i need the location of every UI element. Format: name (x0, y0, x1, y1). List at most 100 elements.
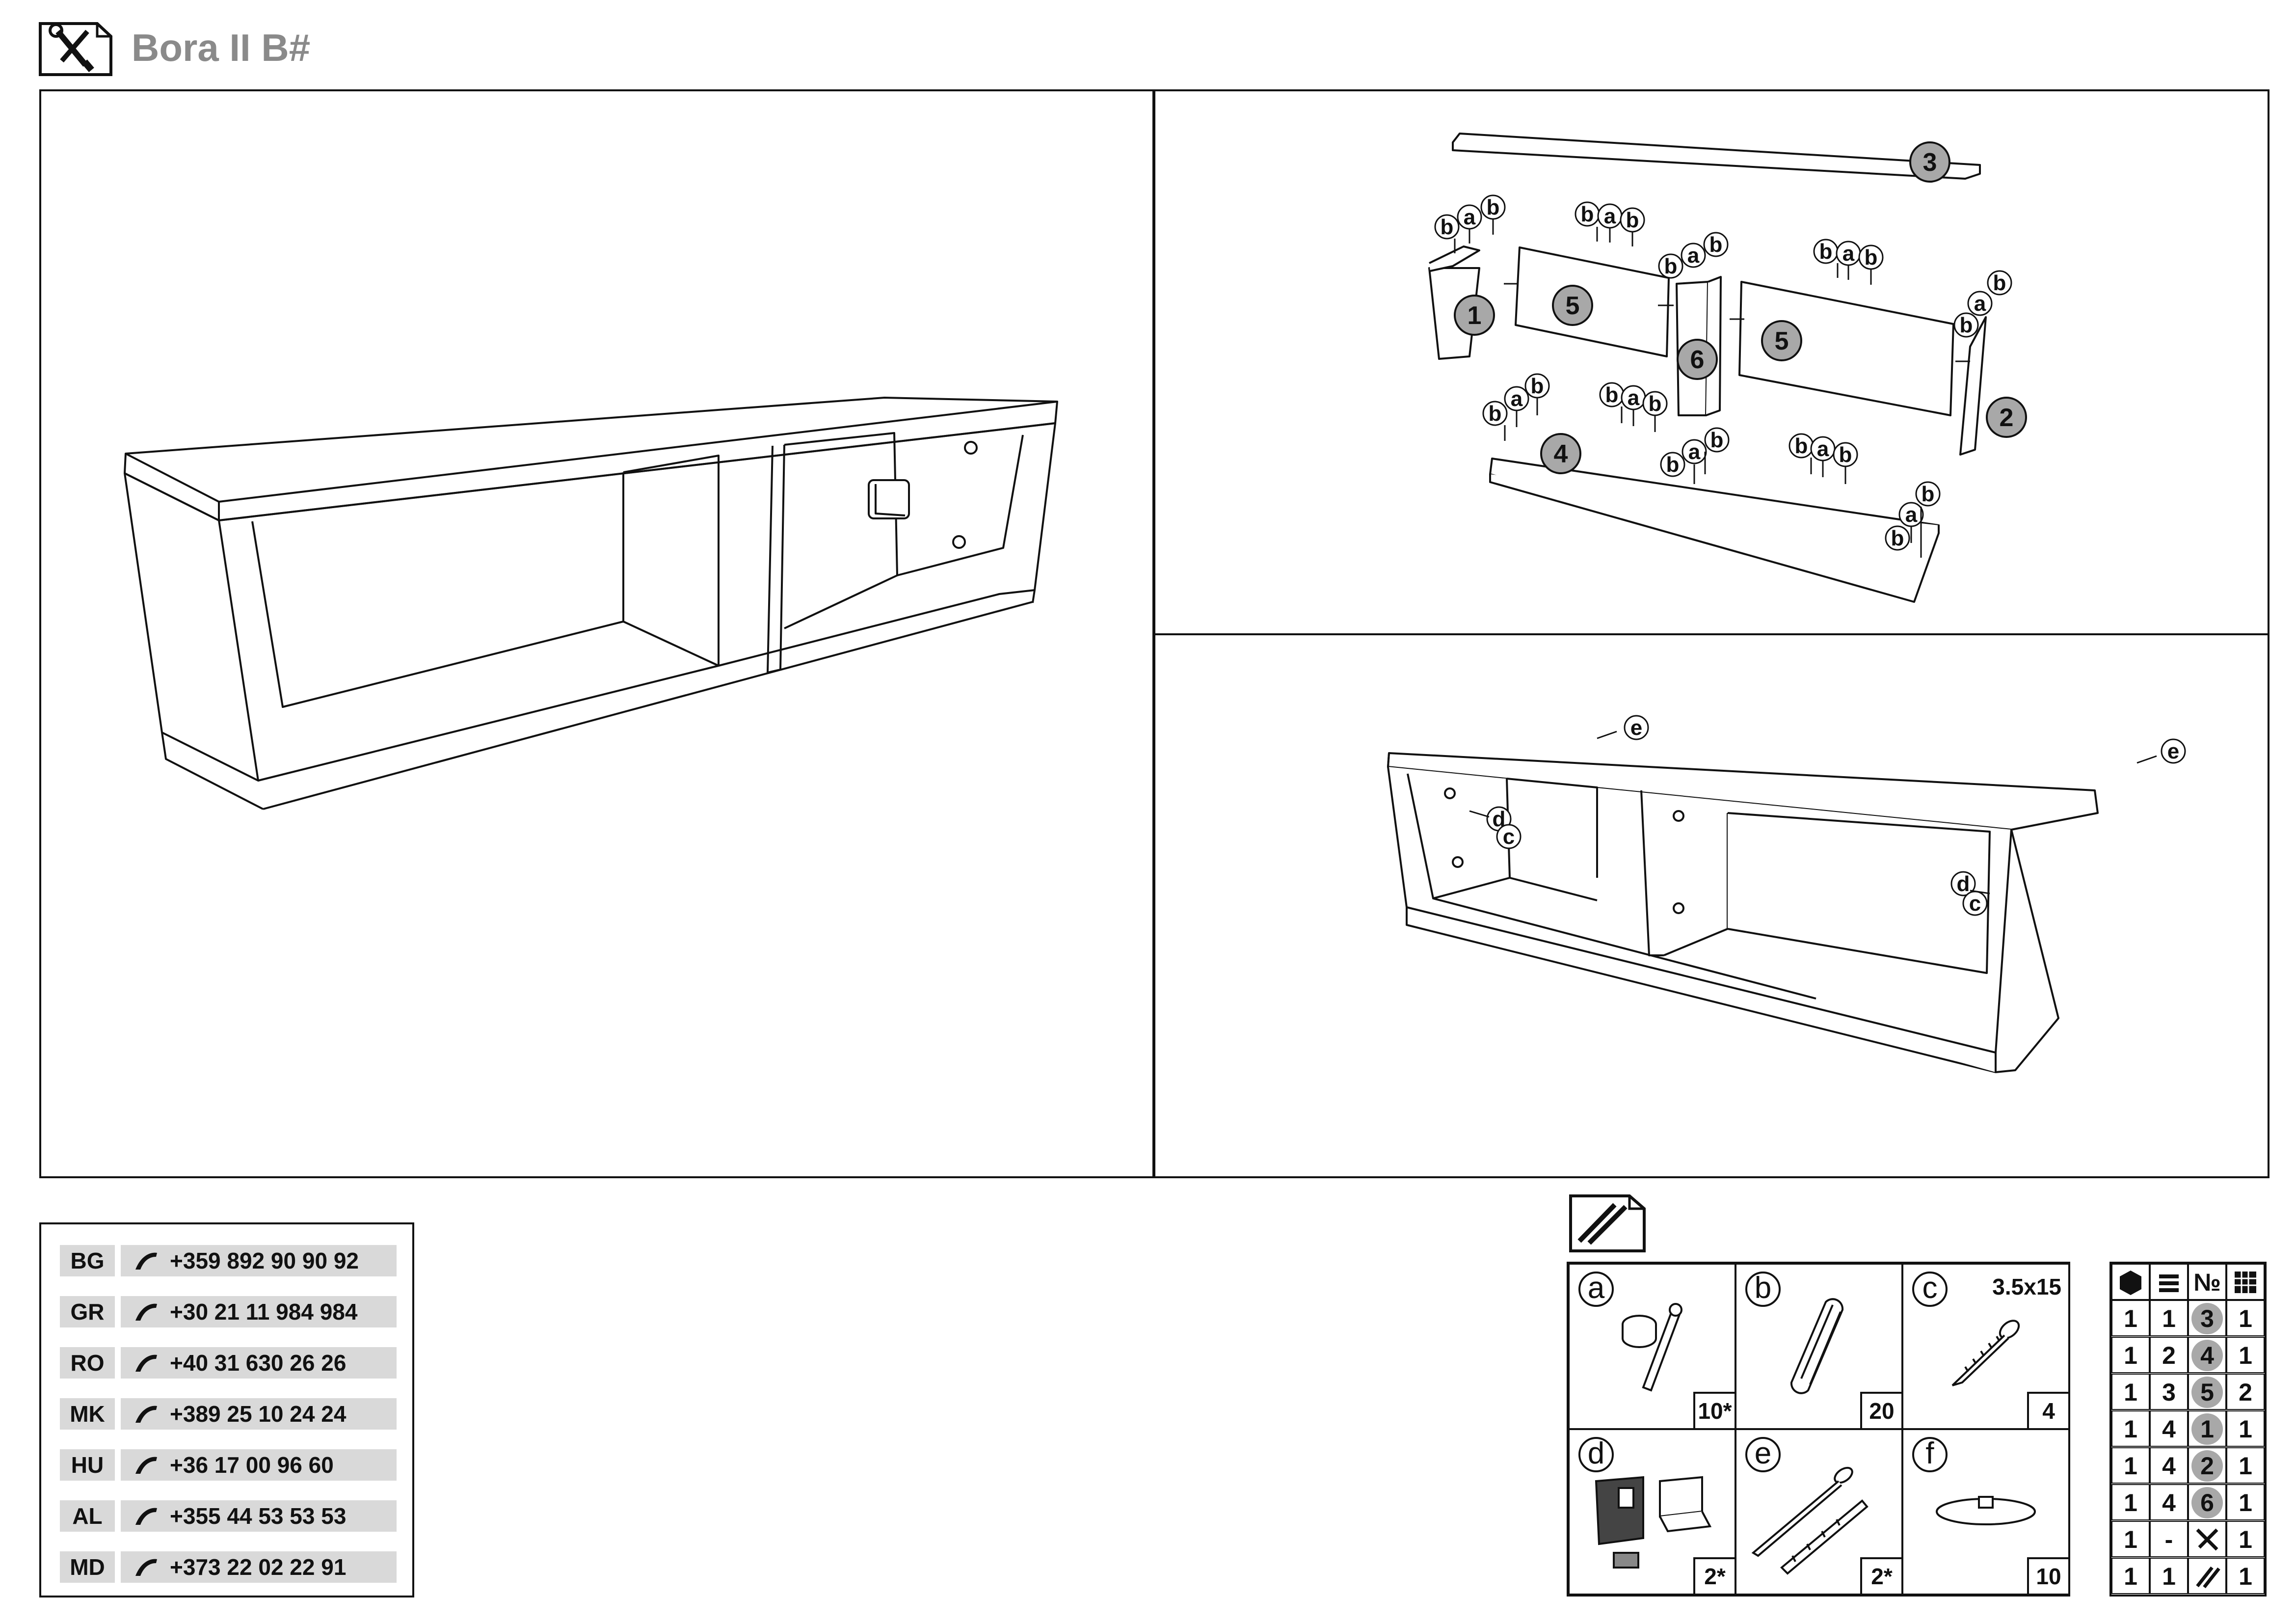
parts-table-cell: 5 (2188, 1374, 2226, 1410)
parts-table-cell: 1 (2111, 1558, 2150, 1594)
fastener-c-label: c (1503, 825, 1515, 849)
phone-number[interactable]: +30 21 11 984 984 (121, 1296, 397, 1327)
svg-text:b: b (1993, 271, 2006, 295)
country-code: GR (60, 1296, 115, 1327)
parts-table-cell: 1 (2188, 1410, 2226, 1447)
wooden-dowel-icon (1790, 1298, 1844, 1394)
hardware-quantity: 2* (1693, 1557, 1735, 1594)
hardware-letter: c (1912, 1272, 1948, 1307)
phone-icon (135, 1354, 157, 1372)
phone-icon (135, 1406, 157, 1423)
final-view-panel: e e d c d c (1153, 633, 2269, 1178)
number-sign: № (2188, 1264, 2226, 1300)
parts-table-cell: 3 (2150, 1374, 2188, 1410)
phone-icon (135, 1303, 157, 1321)
hardware-letter: a (1578, 1272, 1614, 1307)
phone-number[interactable]: +359 892 90 90 92 (121, 1245, 397, 1276)
hardware-quantity: 2* (1860, 1557, 1901, 1594)
part-label-6: 6 (1690, 346, 1705, 374)
parts-table-cell: 1 (2150, 1300, 2188, 1336)
phone-row: RO +40 31 630 26 26 (60, 1347, 397, 1379)
parts-table-cell: 1 (2226, 1558, 2265, 1594)
svg-text:b: b (1710, 428, 1724, 452)
hardware-icon (2188, 1558, 2226, 1594)
hardware-item-a: a 10* (1569, 1264, 1735, 1429)
hardware-quantity: 20 (1860, 1392, 1901, 1428)
tools-icon (38, 22, 113, 77)
country-code: HU (60, 1449, 115, 1481)
phone-number[interactable]: +389 25 10 24 24 (121, 1398, 397, 1430)
hardware-letter: b (1745, 1272, 1781, 1307)
phone-row: BG +359 892 90 90 92 (60, 1245, 397, 1276)
phone-row: HU +36 17 00 96 60 (60, 1449, 397, 1481)
svg-text:a: a (1511, 387, 1523, 411)
wall-mounted-furniture-drawing: e e d c d c (1387, 715, 2186, 1073)
parts-table-cell: 1 (2111, 1374, 2150, 1410)
part-number-badge: 5 (2191, 1377, 2223, 1408)
svg-text:a: a (1974, 292, 1986, 316)
hardware-letter: d (1578, 1437, 1614, 1472)
phone-row: GR +30 21 11 984 984 (60, 1296, 397, 1327)
phone-number[interactable]: +355 44 53 53 53 (121, 1500, 397, 1532)
country-code: MD (60, 1551, 115, 1583)
hardware-item-d: d 2* (1569, 1429, 1735, 1595)
parts-table-cell: 4 (2150, 1484, 2188, 1520)
parts-table-cell: 1 (2226, 1337, 2265, 1373)
svg-text:b: b (1819, 240, 1833, 264)
hardware-item-e: e 2* (1735, 1429, 1902, 1595)
parts-table-cell: 1 (2226, 1410, 2265, 1447)
phone-number[interactable]: +40 31 630 26 26 (121, 1347, 397, 1379)
phone-number[interactable]: +373 22 02 22 91 (121, 1551, 397, 1583)
phone-icon (135, 1252, 157, 1270)
phone-icon (135, 1457, 157, 1474)
svg-text:b: b (1649, 392, 1662, 416)
parts-table-cell: - (2150, 1521, 2188, 1557)
parts-table-cell: 1 (2111, 1521, 2150, 1557)
svg-text:b: b (1664, 254, 1678, 278)
svg-text:b: b (1441, 215, 1454, 239)
parts-table-cell: 2 (2188, 1447, 2226, 1484)
svg-text:e: e (2167, 739, 2179, 763)
country-code: BG (60, 1245, 115, 1276)
parts-table-cell: 2 (2150, 1337, 2188, 1373)
svg-text:b: b (1960, 313, 1973, 337)
parts-table-cell: 4 (2150, 1447, 2188, 1484)
parts-table-cell: 1 (2111, 1300, 2150, 1336)
part-label-3: 3 (1923, 148, 1937, 177)
svg-text:a: a (1604, 204, 1616, 228)
package-icon (2111, 1264, 2150, 1300)
support-phone-list: BG +359 892 90 90 92 GR +30 21 11 984 98… (39, 1222, 414, 1597)
svg-text:d: d (1957, 872, 1970, 896)
screw-size: 3.5x15 (1992, 1274, 2061, 1299)
phone-number[interactable]: +36 17 00 96 60 (121, 1449, 397, 1481)
stack-icon (2150, 1264, 2188, 1300)
parts-table-cell: 3 (2188, 1300, 2226, 1336)
fastener-d-label: d (1493, 807, 1506, 831)
svg-text:b: b (1891, 526, 1904, 550)
cam-lock-icon (1622, 1303, 1682, 1392)
svg-text:b: b (1487, 195, 1500, 219)
svg-text:b: b (1839, 443, 1852, 467)
part-label-5b: 5 (1775, 327, 1789, 355)
parts-table-cell: 1 (2150, 1558, 2188, 1594)
fastener-e-label: e (1630, 716, 1642, 740)
hardware-quantity: 10 (2027, 1557, 2068, 1594)
grid-icon (2226, 1264, 2265, 1300)
parts-table-cell: 4 (2188, 1337, 2226, 1373)
page-title: Bora II B# (132, 26, 311, 69)
svg-text:a: a (1842, 242, 1855, 266)
part-number-badge: 3 (2191, 1303, 2223, 1334)
hardware-item-b: b 20 (1735, 1264, 1902, 1429)
svg-text:a: a (1688, 440, 1701, 464)
parts-table-cell: 1 (2226, 1300, 2265, 1336)
hardware-icon (1569, 1194, 1647, 1253)
svg-text:b: b (1666, 453, 1680, 477)
parts-table-cell: 1 (2111, 1410, 2150, 1447)
screw-and-anchor-icon (1751, 1466, 1869, 1575)
phone-icon (135, 1508, 157, 1525)
parts-table-cell: 2 (2226, 1374, 2265, 1410)
parts-table-cell: 1 (2111, 1337, 2150, 1373)
phone-row: AL +355 44 53 53 53 (60, 1500, 397, 1532)
